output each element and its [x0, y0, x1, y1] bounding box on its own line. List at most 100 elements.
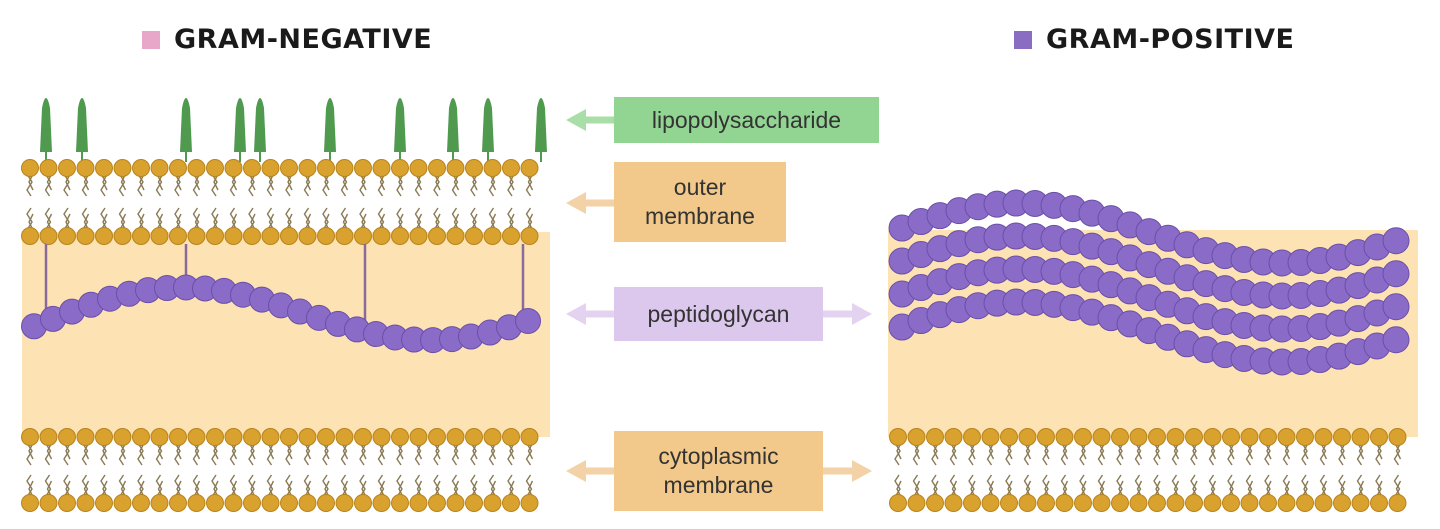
lipid-tail: [174, 173, 181, 197]
arrow-head: [852, 303, 872, 325]
lipid-tail: [266, 474, 274, 498]
arrow-head: [566, 460, 586, 482]
lipid-head: [372, 227, 391, 245]
lipid-head: [446, 428, 465, 446]
lipid-head: [372, 494, 391, 512]
lipid-head: [113, 227, 132, 245]
gram-positive-label: GRAM-POSITIVE: [1046, 24, 1295, 55]
lipid-tail: [1097, 442, 1105, 466]
lipid-tail: [451, 442, 459, 466]
lipid-tail: [414, 474, 422, 498]
lipid-tail: [118, 474, 126, 498]
lipid-tail: [44, 207, 52, 231]
lipid-tail: [470, 474, 477, 498]
lipid-tail: [1319, 474, 1327, 498]
lipid-head: [889, 428, 907, 446]
lipid-tail: [26, 173, 33, 197]
lipid-head: [520, 227, 539, 245]
outer-membrane-arrow: [566, 192, 614, 214]
lipid-head: [206, 159, 224, 177]
lipid-tail: [266, 173, 274, 197]
lipid-head: [889, 494, 907, 512]
lipid-head: [1388, 494, 1407, 512]
lipid-tail: [44, 173, 52, 197]
gram-positive-peptidoglycan-layer: [888, 222, 1410, 310]
lipid-tail: [507, 173, 514, 197]
lipid-tail: [211, 207, 218, 231]
lipid-tail: [118, 207, 126, 231]
lipid-head: [243, 159, 261, 177]
lipid-head: [391, 494, 409, 512]
lipid-tail: [192, 474, 200, 498]
lipid-head: [39, 227, 58, 245]
lipid-head: [1092, 494, 1111, 512]
lps-spike: [482, 98, 494, 152]
lipid-head: [409, 227, 428, 245]
lipid-head: [187, 159, 206, 177]
lipid-tail: [340, 442, 348, 466]
lipid-head: [1018, 428, 1037, 446]
lipid-tail: [359, 173, 366, 197]
lps-spike: [324, 98, 336, 152]
lipid-tail: [507, 207, 514, 231]
lipid-tail: [63, 474, 70, 498]
lipid-tail: [211, 474, 218, 498]
lipid-head: [21, 494, 39, 512]
lipid-tail: [1079, 474, 1086, 498]
lipid-head: [944, 494, 963, 512]
lipid-head: [1277, 494, 1296, 512]
lipid-tail: [266, 207, 274, 231]
peptidoglycan-label: peptidoglycan: [614, 287, 823, 341]
lipid-tail: [1319, 442, 1327, 466]
lipid-head: [1351, 428, 1370, 446]
lps-spike: [40, 98, 52, 152]
gram-positive-peptidoglycan-layer: [888, 189, 1410, 277]
lipid-head: [1314, 494, 1333, 512]
lipid-tail: [81, 474, 89, 498]
gram-positive-swatch: [1014, 30, 1032, 49]
lps-spike: [180, 98, 192, 152]
lipid-head: [113, 494, 132, 512]
gram-negative-label: GRAM-NEGATIVE: [174, 24, 433, 55]
lipid-tail: [285, 474, 292, 498]
lipid-head: [1055, 494, 1074, 512]
lipid-head: [963, 428, 981, 446]
lipid-head: [1314, 428, 1333, 446]
lipid-tail: [931, 474, 938, 498]
lipid-head: [1240, 428, 1259, 446]
lipid-head: [926, 494, 944, 512]
lipid-head: [58, 494, 76, 512]
lps-arrow: [566, 109, 614, 131]
lipid-tail: [303, 442, 311, 466]
lipid-head: [113, 428, 132, 446]
cytoplasmic-membrane-label: cytoplasmic membrane: [614, 431, 823, 511]
lipid-head: [391, 428, 409, 446]
lipid-tail: [396, 207, 403, 231]
lipid-tail: [322, 474, 329, 498]
lipid-tail: [912, 442, 920, 466]
lipid-head: [391, 227, 409, 245]
lipid-tail: [174, 207, 181, 231]
lipid-head: [76, 159, 95, 177]
lipid-tail: [377, 474, 385, 498]
lipid-tail: [1264, 474, 1271, 498]
lipid-head: [1240, 494, 1259, 512]
lipid-tail: [266, 442, 274, 466]
gram-positive-peptidoglycan-layer: [888, 255, 1410, 343]
lipid-tail: [81, 442, 89, 466]
lipid-head: [502, 227, 520, 245]
lipid-head: [409, 159, 428, 177]
lipid-head: [428, 494, 446, 512]
lipid-head: [1222, 494, 1240, 512]
lipid-head: [76, 494, 95, 512]
lipid-tail: [894, 474, 901, 498]
lipid-tail: [229, 442, 237, 466]
lipid-tail: [285, 173, 292, 197]
peptidoglycan-arrow-right: [823, 303, 872, 325]
lipid-head: [483, 494, 502, 512]
lipid-head: [150, 494, 169, 512]
lipid-tail: [303, 474, 311, 498]
lipid-tail: [1375, 474, 1382, 498]
lipid-tail: [470, 442, 477, 466]
